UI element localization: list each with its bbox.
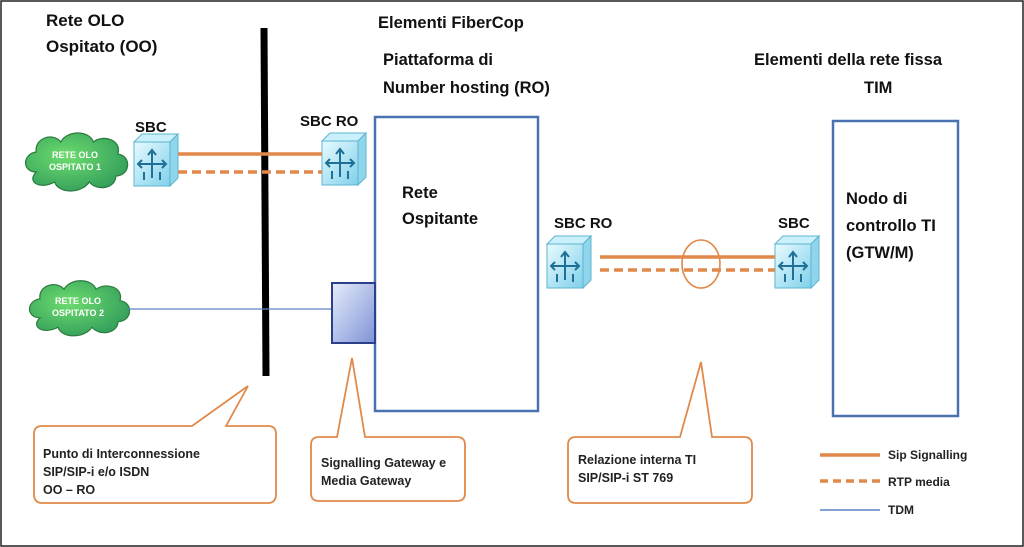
legend-sip-label: Sip Signalling bbox=[888, 448, 967, 462]
sbc-ro-top-icon bbox=[321, 132, 367, 186]
legend-tdm-label: TDM bbox=[888, 503, 914, 517]
fibercop-title: Elementi FiberCop bbox=[378, 14, 524, 32]
sbc-right-label: SBC bbox=[778, 215, 810, 232]
nodo-line2: controllo TI bbox=[846, 217, 936, 235]
boundary-separator bbox=[260, 27, 270, 377]
callout-internal bbox=[567, 361, 753, 504]
callout-gateway-line1: Signalling Gateway e bbox=[321, 456, 446, 470]
nodo-line3: (GTW/M) bbox=[846, 244, 914, 262]
sbc-left-label: SBC bbox=[135, 119, 167, 136]
sbc-left-icon bbox=[133, 133, 179, 187]
callout-internal-line2: SIP/SIP-i ST 769 bbox=[578, 471, 673, 485]
legend-rtp-label: RTP media bbox=[888, 475, 950, 489]
tim-title-line2: TIM bbox=[864, 79, 892, 97]
tim-title-line1: Elementi della rete fissa bbox=[754, 51, 943, 69]
callout-interconnection bbox=[33, 385, 277, 504]
olo-title-line2: Ospitato (OO) bbox=[46, 37, 157, 56]
nodo-line1: Nodo di bbox=[846, 190, 907, 208]
sbc-right-icon bbox=[774, 235, 820, 289]
olo-title-line1: Rete OLO bbox=[46, 11, 124, 30]
cloud-olo-1-label-line1: RETE OLO bbox=[52, 150, 98, 160]
rete-ospitante-box bbox=[373, 115, 540, 413]
signalling-gateway-icon bbox=[331, 282, 376, 344]
cloud-olo-2-label-line2: OSPITATO 2 bbox=[52, 308, 104, 318]
callout-gateway-line2: Media Gateway bbox=[321, 474, 411, 488]
nodo-controllo-box bbox=[831, 119, 960, 418]
rete-ospitante-line1: Rete bbox=[402, 184, 438, 202]
internal-link-highlight bbox=[681, 239, 721, 289]
callout-interconnection-line1: Punto di Interconnessione bbox=[43, 447, 200, 461]
platform-title-line2: Number hosting (RO) bbox=[383, 79, 550, 97]
platform-title-line1: Piattaforma di bbox=[383, 51, 493, 69]
callout-internal-line1: Relazione interna TI bbox=[578, 453, 696, 467]
sbc-ro-mid-icon bbox=[546, 235, 592, 289]
callout-gateway bbox=[310, 357, 466, 502]
callout-interconnection-line2: SIP/SIP-i e/o ISDN bbox=[43, 465, 149, 479]
sbc-ro-mid-label: SBC RO bbox=[554, 215, 613, 232]
rete-ospitante-line2: Ospitante bbox=[402, 210, 478, 228]
cloud-olo-1-label-line2: OSPITATO 1 bbox=[49, 162, 101, 172]
callout-interconnection-line3: OO – RO bbox=[43, 483, 95, 497]
cloud-olo-2-label-line1: RETE OLO bbox=[55, 296, 101, 306]
sbc-ro-top-label: SBC RO bbox=[300, 113, 359, 130]
